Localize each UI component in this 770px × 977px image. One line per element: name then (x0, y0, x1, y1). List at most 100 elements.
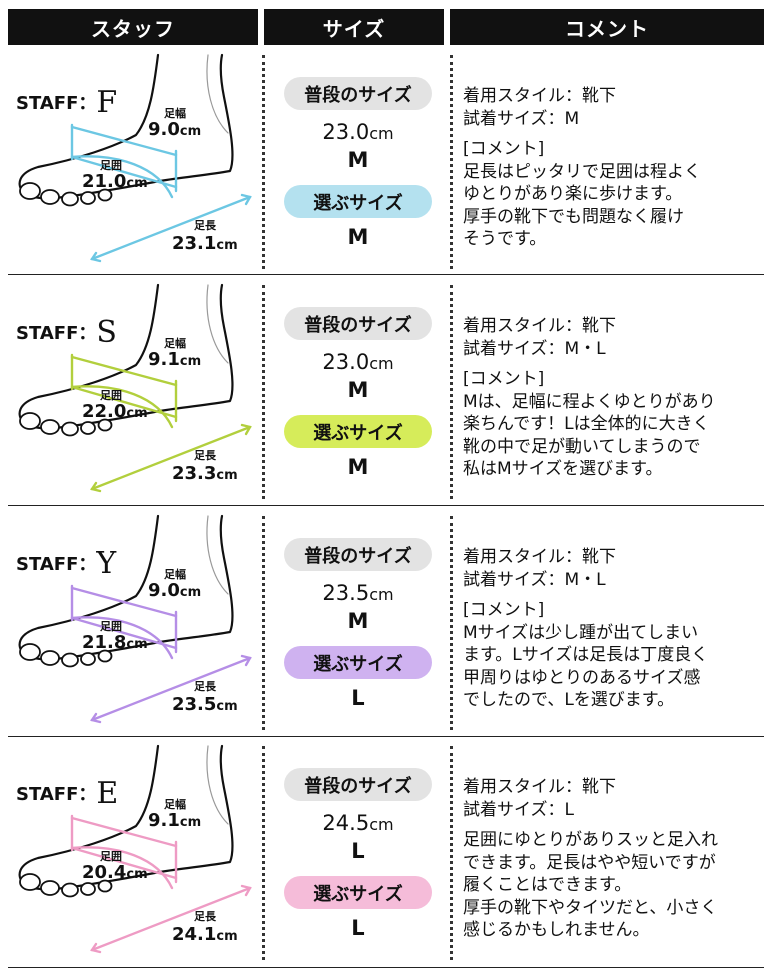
row-separator (8, 505, 764, 506)
row-separator (8, 274, 764, 275)
comment-line: ゆとりがあり楽に歩けます。 (463, 184, 683, 204)
row-separator (8, 967, 764, 968)
comment-line: 私はMサイズを選びます。 (463, 459, 663, 479)
chosen-size-value: M (347, 455, 369, 479)
comment-block: 着用スタイル：靴下 試着サイズ：M・L [コメント] Mは、足幅に程よくゆとりが… (463, 315, 763, 481)
chosen-size-badge: 選ぶサイズ (284, 876, 432, 909)
foot-length-label: 足長 (194, 219, 216, 232)
foot-illustration (18, 53, 252, 263)
foot-diagram: STAFF：F 足幅 9.0cm 足囲 21.0cm 足長 23.1cm (8, 47, 258, 277)
foot-illustration (18, 514, 252, 724)
comment-line: 厚手の靴下でも問題なく履け (463, 206, 684, 227)
staff-row: STAFF：F 足幅 9.0cm 足囲 21.0cm 足長 23.1cm 普段の… (8, 47, 764, 277)
foot-girth-value: 21.8cm (82, 632, 148, 653)
comment-text: Mサイズは少し踵が出てしまいます。Lサイズは足長は丁度良く甲周りはゆとりのあるサ… (463, 622, 763, 712)
usual-size-badge: 普段のサイズ (284, 307, 432, 340)
wear-style: 着用スタイル：靴下 (463, 86, 616, 106)
staff-row: STAFF：Y 足幅 9.0cm 足囲 21.8cm 足長 23.5cm 普段の… (8, 508, 764, 738)
foot-girth-label: 足囲 (100, 389, 122, 402)
comment-line: 足囲にゆとりがありスッと足入れ (463, 830, 718, 850)
staff-row: STAFF：E 足幅 9.1cm 足囲 20.4cm 足長 24.1cm 普段の… (8, 738, 764, 968)
chosen-size-value: M (347, 225, 369, 249)
comment-line: 楽ちんです！Lは全体的に大きく (463, 414, 710, 434)
foot-girth-label: 足囲 (100, 850, 122, 863)
staff-prefix: STAFF： (16, 784, 97, 805)
foot-girth-label: 足囲 (100, 620, 122, 633)
foot-girth-value: 21.0cm (82, 171, 148, 192)
foot-length-value: 23.1cm (172, 233, 238, 254)
comment-line: 感じるかもしれません。 (463, 920, 650, 940)
staff-name: STAFF：F (16, 85, 117, 120)
comment-text: 足長はピッタリで足囲は程よくゆとりがあり楽に歩けます。厚手の靴下でも問題なく履け… (463, 161, 763, 251)
column-divider (262, 55, 265, 269)
foot-width-value: 9.0cm (148, 580, 202, 601)
foot-width-value: 9.1cm (148, 349, 202, 370)
chosen-size-badge: 選ぶサイズ (284, 646, 432, 679)
staff-letter: E (96, 776, 119, 811)
usual-size-badge: 普段のサイズ (284, 538, 432, 571)
foot-width-label: 足幅 (164, 568, 186, 581)
foot-length-value: 23.3cm (172, 463, 238, 484)
foot-width-value: 9.1cm (148, 810, 202, 831)
foot-girth-label: 足囲 (100, 159, 122, 172)
comment-line: できます。足長はやや短いですが (463, 852, 716, 873)
foot-length-label: 足長 (194, 910, 216, 923)
comment-line: そうです。 (463, 229, 547, 249)
staff-letter: Y (96, 546, 117, 581)
comment-line: Mサイズは少し踵が出てしまい (463, 622, 699, 643)
chosen-size-badge: 選ぶサイズ (284, 415, 432, 448)
comment-line: 厚手の靴下やタイツだと、小さく (463, 897, 718, 918)
wear-style: 着用スタイル：靴下 (463, 547, 616, 567)
trial-size: 試着サイズ：M・L (463, 338, 606, 359)
staff-prefix: STAFF： (16, 93, 97, 114)
staff-name: STAFF：Y (16, 546, 116, 581)
foot-illustration (18, 744, 252, 954)
chosen-size-value: L (351, 686, 365, 710)
foot-width-label: 足幅 (164, 798, 186, 811)
comment-text: 足囲にゆとりがありスッと足入れできます。足長はやや短いですが履くことはできます。… (463, 829, 763, 942)
comment-line: 靴の中で足が動いてしまうので (463, 436, 701, 457)
trial-size: 試着サイズ：L (463, 799, 574, 820)
staff-letter: F (96, 85, 118, 120)
trial-size: 試着サイズ：M (463, 108, 580, 129)
foot-length-label: 足長 (194, 449, 216, 462)
comment-line: 甲周りはゆとりのあるサイズ感 (463, 667, 701, 688)
foot-width-label: 足幅 (164, 107, 186, 120)
comment-line: ます。Lサイズは足長は丁度良く (463, 645, 709, 665)
foot-girth-value: 22.0cm (82, 401, 148, 422)
staff-name: STAFF：S (16, 315, 117, 350)
header-size: サイズ (264, 9, 444, 45)
comment-block: 着用スタイル：靴下 試着サイズ：L 足囲にゆとりがありスッと足入れできます。足長… (463, 776, 763, 942)
comment-line: 履くことはできます。 (463, 875, 632, 895)
chosen-size-value: L (351, 916, 365, 940)
foot-girth-value: 20.4cm (82, 862, 148, 883)
usual-size-badge: 普段のサイズ (284, 768, 432, 801)
foot-width-value: 9.0cm (148, 119, 202, 140)
staff-letter: S (96, 315, 117, 350)
staff-name: STAFF：E (16, 776, 118, 811)
column-divider (450, 516, 453, 730)
header-comment: コメント (450, 9, 764, 45)
comment-heading: [コメント] (463, 369, 545, 389)
wear-style: 着用スタイル：靴下 (463, 316, 616, 336)
staff-row: STAFF：S 足幅 9.1cm 足囲 22.0cm 足長 23.3cm 普段の… (8, 277, 764, 507)
comment-heading: [コメント] (463, 600, 545, 620)
column-divider (450, 285, 453, 499)
foot-width-label: 足幅 (164, 337, 186, 350)
comment-block: 着用スタイル：靴下 試着サイズ：M [コメント] 足長はピッタリで足囲は程よくゆ… (463, 85, 763, 251)
column-divider (262, 285, 265, 499)
foot-length-label: 足長 (194, 680, 216, 693)
foot-diagram: STAFF：Y 足幅 9.0cm 足囲 21.8cm 足長 23.5cm (8, 508, 258, 738)
trial-size: 試着サイズ：M・L (463, 569, 606, 590)
column-divider (262, 746, 265, 960)
chosen-size-badge: 選ぶサイズ (284, 185, 432, 218)
comment-heading: [コメント] (463, 139, 545, 159)
column-divider (262, 516, 265, 730)
